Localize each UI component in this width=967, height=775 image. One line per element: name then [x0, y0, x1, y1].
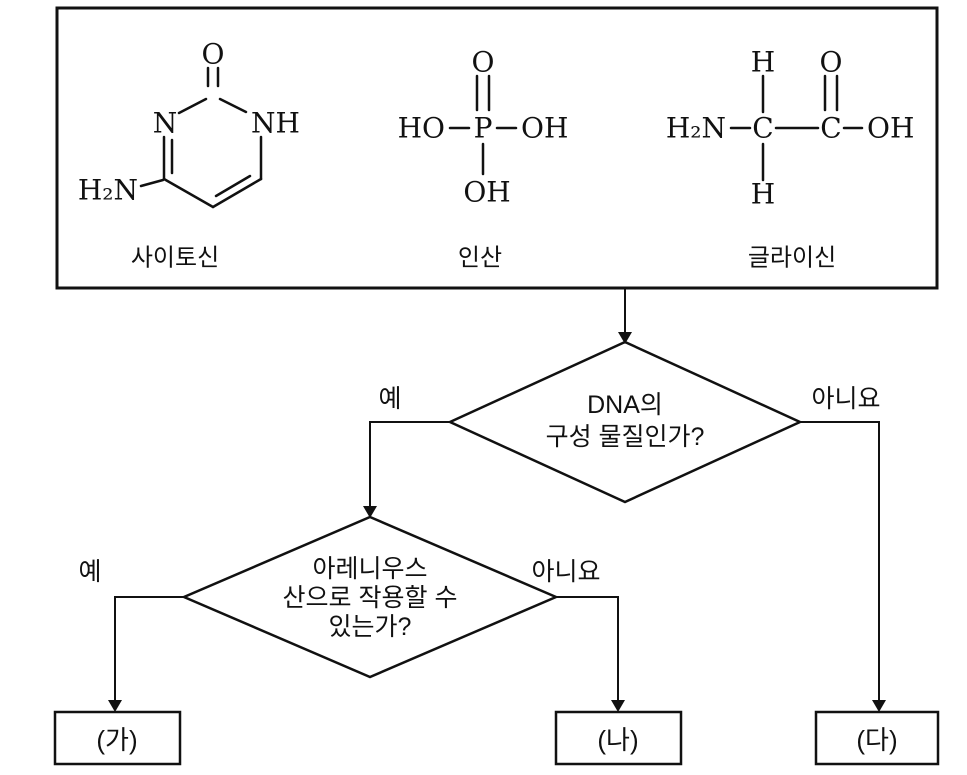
decision2-text-line2: 산으로 작용할 수 — [283, 584, 458, 612]
connector-decision1-no — [800, 421, 880, 702]
decision1-yes-label: 예 — [378, 385, 401, 413]
phosphoric-atom-o: O — [472, 46, 495, 79]
cytosine-structure: O N NH H₂N 사이토신 — [78, 38, 300, 272]
arrowhead-result-da — [872, 700, 886, 712]
result-box-na — [554, 710, 683, 766]
glycine-atom-oh: OH — [867, 112, 914, 145]
connector-decision2-yes — [114, 596, 184, 702]
cytosine-amino-group: H₂N — [78, 174, 138, 207]
cytosine-atom-o: O — [202, 38, 225, 71]
glycine-atom-o: O — [820, 46, 843, 79]
result-label-da: (다) — [856, 725, 897, 755]
glycine-atom-c2: C — [820, 112, 841, 145]
phosphoric-atom-ho: HO — [398, 112, 445, 145]
phosphoric-acid-bonds — [448, 74, 518, 176]
result-box-da — [814, 710, 940, 766]
decision-diamond-2 — [180, 515, 560, 679]
decision-diamond-1 — [446, 340, 804, 504]
glycine-amino-group: H₂N — [666, 112, 726, 145]
connector-decision1-yes — [369, 421, 450, 508]
decision1-no-label: 아니요 — [811, 385, 880, 413]
structure-panel-border — [55, 6, 939, 290]
glycine-label: 글라이신 — [748, 245, 836, 272]
cytosine-atom-n: N — [153, 107, 178, 140]
cytosine-label: 사이토신 — [131, 245, 219, 272]
cytosine-atom-nh: NH — [251, 107, 300, 140]
phosphoric-atom-p: P — [474, 112, 493, 145]
result-label-na: (나) — [597, 725, 638, 755]
result-box-ga — [53, 710, 182, 766]
connector-decision2-no — [556, 596, 619, 702]
glycine-atom-h-top: H — [751, 46, 775, 79]
decision1-text-line2: 구성 물질인가? — [546, 423, 705, 451]
glycine-structure: H O H₂N C C OH H 글라이신 — [666, 46, 915, 272]
decision2-text-line1: 아레니우스 — [312, 555, 427, 583]
phosphoric-acid-label: 인산 — [458, 245, 502, 272]
arrowhead-result-na — [611, 700, 625, 712]
arrowhead-decision1 — [618, 332, 632, 344]
flowchart: DNA의 구성 물질인가? 예 아니요 아레니우스 산으로 작용할 수 있는가?… — [53, 288, 940, 766]
decision2-yes-label: 예 — [78, 558, 101, 586]
phosphoric-atom-oh-bottom: OH — [463, 176, 510, 209]
glycine-atom-h-bottom: H — [751, 178, 775, 211]
cytosine-bonds — [139, 66, 263, 209]
decision1-text-line1: DNA의 — [587, 391, 663, 419]
decision2-no-label: 아니요 — [531, 558, 600, 586]
glycine-atom-c1: C — [752, 112, 773, 145]
result-label-ga: (가) — [96, 725, 137, 755]
decision2-text-line3: 있는가? — [329, 613, 412, 641]
glycine-bonds — [729, 74, 864, 182]
arrowhead-result-ga — [108, 700, 122, 712]
phosphoric-atom-oh-right: OH — [521, 112, 568, 145]
phosphoric-acid-structure: O HO P OH OH 인산 — [398, 46, 569, 272]
arrowhead-decision2 — [363, 506, 377, 518]
